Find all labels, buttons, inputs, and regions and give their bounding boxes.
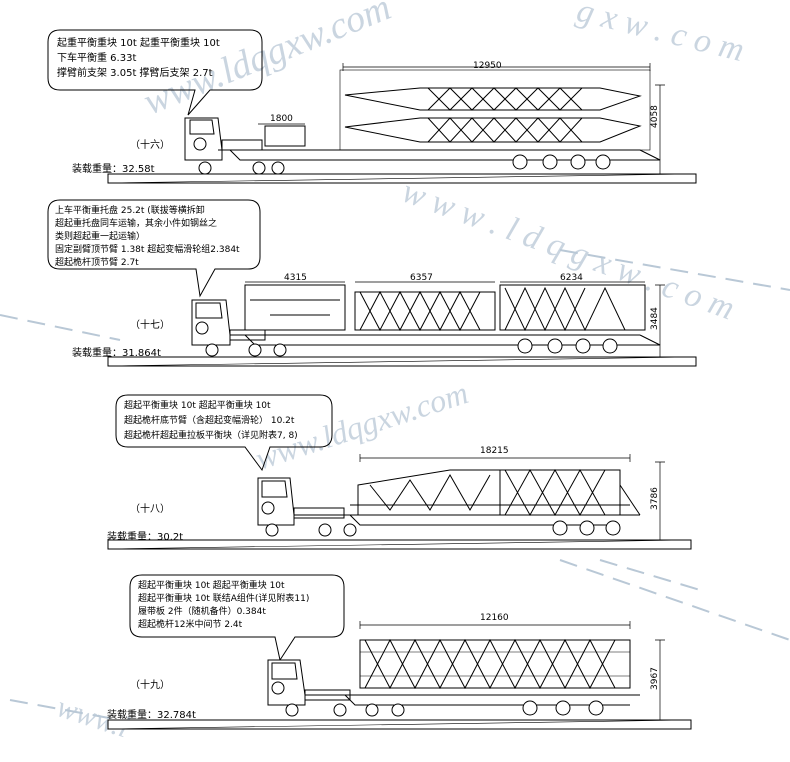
callout-line: 起重平衡重块 10t 起重平衡重块 10t bbox=[57, 36, 220, 49]
wheels bbox=[198, 154, 611, 175]
watermark-diagonal-1: www.ldqgxw.com bbox=[138, 0, 397, 123]
wheels bbox=[285, 700, 604, 717]
panel-label: （十七） bbox=[130, 318, 170, 331]
total-weight: 装载重量：32.58t bbox=[72, 162, 155, 175]
callout-line: 超起桅杆超起重拉板平衡块（详见附表7, 8) bbox=[124, 429, 298, 441]
cargo-mast-section bbox=[499, 284, 646, 332]
dim-height: 4058 bbox=[650, 105, 660, 128]
wheels bbox=[265, 520, 621, 537]
dim-small: 1800 bbox=[270, 114, 293, 124]
dim-length: 12160 bbox=[480, 613, 509, 623]
callout-line: 超起桅杆顶节臂 2.7t bbox=[55, 256, 139, 268]
callout-bubble bbox=[115, 394, 333, 472]
dim-length: 12950 bbox=[473, 61, 502, 71]
truck bbox=[184, 117, 263, 161]
dim-height: 3484 bbox=[650, 307, 660, 330]
cargo-mast-base bbox=[357, 469, 501, 516]
callout-line: 超起桅杆底节臂（含超起变幅滑轮） 10.2t bbox=[124, 414, 295, 426]
truck bbox=[257, 477, 345, 526]
watermark-diagonal-2: w w w . l d q g x w . c o m bbox=[397, 173, 739, 328]
callout-line: 类则超起重一起运输） bbox=[55, 230, 145, 242]
callout-line: 超起平衡重块 10t 超起平衡重块 10t bbox=[124, 399, 271, 411]
dim-section-2: 6357 bbox=[410, 273, 433, 283]
callout-bubble bbox=[129, 574, 345, 662]
callout-line: 超起桅杆12米中间节 2.4t bbox=[138, 618, 243, 630]
callout-line: 超起平衡重块 10t 联结A组件(详见附表11) bbox=[138, 592, 309, 604]
trailer-bed bbox=[218, 149, 661, 161]
wheels bbox=[205, 338, 618, 357]
callout-line: 固定副臂顶节臂 1.38t 超起变幅滑轮组2.384t bbox=[55, 243, 240, 255]
dim-height: 3967 bbox=[650, 667, 660, 690]
callout-line: 下车平衡重 6.33t bbox=[57, 51, 136, 64]
panel-label: （十六） bbox=[130, 138, 170, 151]
trailer-bed bbox=[230, 334, 661, 346]
truck bbox=[191, 299, 266, 346]
callout-line: 上车平衡重托盘 25.2t (联拔等横拆卸 bbox=[55, 204, 205, 216]
cargo-lattice-section bbox=[499, 468, 621, 517]
truck bbox=[267, 659, 351, 706]
callout-bubble bbox=[47, 199, 261, 298]
panel-label: （十八） bbox=[130, 502, 170, 515]
trailer-bed bbox=[305, 694, 640, 706]
panel-17: 上车平衡重托盘 25.2t (联拔等横拆卸 超起重托盘同车运输，其余小件如钢丝之… bbox=[47, 199, 697, 367]
panel-19: 超起平衡重块 10t 超起平衡重块 10t 超起平衡重块 10t 联结A组件(详… bbox=[107, 574, 692, 730]
cargo-frame bbox=[264, 125, 306, 147]
cargo-boom-section bbox=[354, 290, 496, 332]
dim-height: 3786 bbox=[650, 487, 660, 510]
watermark-top-right: g x w . c o m bbox=[573, 0, 748, 69]
panel-label: （十九） bbox=[130, 678, 170, 691]
total-weight: 装载重量：31.864t bbox=[72, 346, 161, 359]
callout-line: 履带板 2件（随机备件）0.384t bbox=[138, 605, 266, 617]
callout-line: 撑臂前支架 3.05t 撑臂后支架 2.7t bbox=[57, 66, 213, 79]
cargo-boom-upper bbox=[344, 87, 642, 111]
total-weight: 装载重量：32.784t bbox=[107, 708, 196, 721]
watermark-layer: g x w . c o m www.ldqgxw.com w w w . l d… bbox=[0, 0, 790, 744]
dim-section-3: 6234 bbox=[560, 273, 583, 283]
cargo-mast-middle-section bbox=[359, 638, 631, 690]
panel-16: 起重平衡重块 10t 起重平衡重块 10t 下车平衡重 6.33t 撑臂前支架 … bbox=[47, 29, 697, 184]
dim-section-1: 4315 bbox=[284, 273, 307, 283]
cargo-boom-lower bbox=[344, 117, 642, 143]
callout-line: 超起重托盘同车运输，其余小件如钢丝之 bbox=[55, 217, 217, 229]
panel-18: 超起平衡重块 10t 超起平衡重块 10t 超起桅杆底节臂（含超起变幅滑轮） 1… bbox=[107, 394, 692, 550]
callout-line: 超起平衡重块 10t 超起平衡重块 10t bbox=[138, 579, 285, 591]
cargo-counterweight-tray bbox=[244, 284, 346, 331]
callout-bubble bbox=[47, 29, 263, 116]
dim-length: 18215 bbox=[480, 446, 509, 456]
